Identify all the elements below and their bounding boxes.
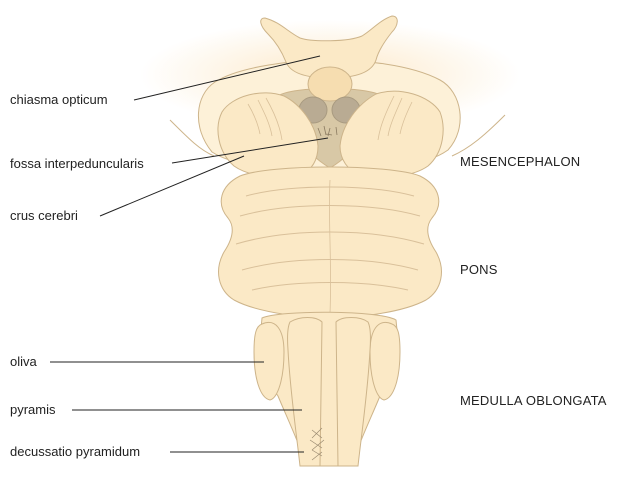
label-chiasma-opticum: chiasma opticum [10,92,108,108]
label-crus-cerebri: crus cerebri [10,208,78,224]
hypophysis [308,67,352,101]
pyramis-left [288,318,322,467]
label-pyramis: pyramis [10,402,56,418]
region-medulla-oblongata: MEDULLA OBLONGATA [460,393,607,409]
region-mesencephalon: MESENCEPHALON [460,154,580,170]
pyramis-right [336,318,370,467]
label-oliva: oliva [10,354,37,370]
label-decussatio-pyramidum: decussatio pyramidum [10,444,140,460]
label-fossa-interpeduncularis: fossa interpeduncularis [10,156,144,172]
region-pons: PONS [460,262,498,278]
